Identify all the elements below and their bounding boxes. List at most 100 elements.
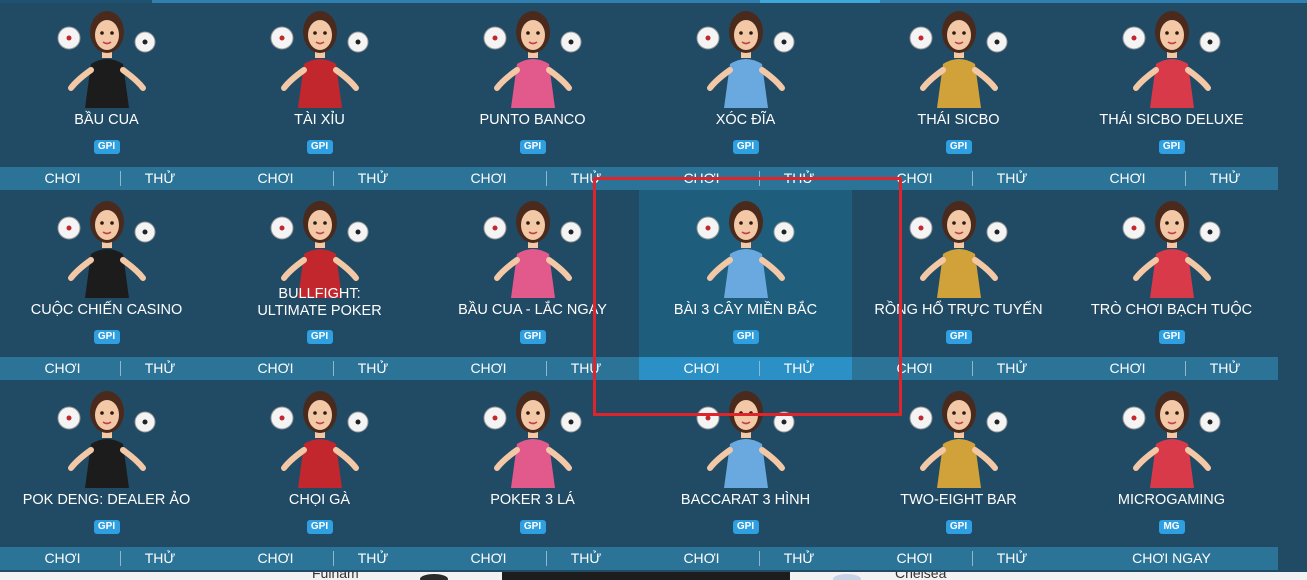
try-button[interactable]: THỬ <box>144 360 176 376</box>
play-button[interactable]: CHƠI <box>44 170 81 186</box>
try-button[interactable]: THỬ <box>144 550 176 566</box>
try-button[interactable]: THỬ <box>783 360 815 376</box>
game-title: PUNTO BANCO <box>479 112 586 128</box>
dealer-crown-cards-icon[interactable] <box>639 380 852 492</box>
robot-icon[interactable] <box>1065 380 1278 492</box>
try-button[interactable]: THỬ <box>783 550 815 566</box>
try-button[interactable]: THỬ <box>144 170 176 186</box>
play-button[interactable]: CHƠI <box>470 550 507 566</box>
bull-girl-icon[interactable] <box>213 190 426 302</box>
action-divider <box>120 171 121 186</box>
provider-badge: GPI <box>732 520 759 534</box>
play-button[interactable]: CHƠI <box>470 170 507 186</box>
play-button[interactable]: CHƠI <box>257 550 294 566</box>
play-button[interactable]: CHƠI <box>257 170 294 186</box>
try-button[interactable]: THỬ <box>996 170 1028 186</box>
provider-badge: GPI <box>306 520 333 534</box>
footer-team-left: Fulham <box>312 572 359 580</box>
action-divider <box>972 551 973 566</box>
play-button[interactable]: CHƠI <box>257 360 294 376</box>
provider-badge: GPI <box>93 330 120 344</box>
try-button[interactable]: THỬ <box>1209 170 1241 186</box>
game-title: BULLFIGHT: ULTIMATE POKER <box>257 286 382 319</box>
try-button[interactable]: THỬ <box>1209 360 1241 376</box>
play-button[interactable]: CHƠI <box>683 550 720 566</box>
try-button[interactable]: THỬ <box>357 170 389 186</box>
play-button[interactable]: CHƠI <box>896 360 933 376</box>
red-dress-dealer-icon[interactable] <box>639 190 852 302</box>
thai-dealer-dice-icon[interactable] <box>852 0 1065 112</box>
game-title: POK DENG: DEALER ẢO <box>22 492 191 508</box>
try-button[interactable]: THỬ <box>570 360 602 376</box>
cat-girl-icon[interactable] <box>0 380 213 492</box>
dealer-hat-icon[interactable] <box>1065 0 1278 112</box>
dealer-cards-icon[interactable] <box>426 0 639 112</box>
action-divider <box>333 551 334 566</box>
action-divider <box>1185 171 1186 186</box>
game-action-bar: CHƠI THỬ <box>0 167 213 190</box>
dealer-lottery-balls-icon[interactable] <box>213 0 426 112</box>
roosters-icon[interactable] <box>213 380 426 492</box>
try-button[interactable]: THỬ <box>357 360 389 376</box>
provider-badge: GPI <box>306 140 333 154</box>
try-button[interactable]: THỬ <box>996 550 1028 566</box>
play-button[interactable]: CHƠI <box>1109 360 1146 376</box>
game-action-bar: CHƠI THỬ <box>639 547 852 570</box>
masked-figure-icon[interactable] <box>1065 190 1278 302</box>
provider-badge: GPI <box>732 140 759 154</box>
play-button[interactable]: CHƠI <box>683 360 720 376</box>
try-button[interactable]: THỬ <box>570 550 602 566</box>
game-title: TRÒ CHƠI BẠCH TUỘC <box>1090 302 1253 318</box>
game-title: THÁI SICBO <box>917 112 1000 128</box>
crab-fish-icon[interactable] <box>426 190 639 302</box>
game-action-bar: CHƠI THỬ <box>852 357 1065 380</box>
provider-badge: GPI <box>93 140 120 154</box>
try-button[interactable]: THỬ <box>570 170 602 186</box>
play-button[interactable]: CHƠI <box>1109 170 1146 186</box>
try-button[interactable]: THỬ <box>357 550 389 566</box>
team-crest-icon <box>833 574 861 580</box>
try-button[interactable]: THỬ <box>783 170 815 186</box>
action-divider <box>120 551 121 566</box>
dealer-tiles-icon[interactable] <box>852 380 1065 492</box>
gentleman-cards-icon[interactable] <box>0 190 213 302</box>
play-button[interactable]: CHƠI <box>44 550 81 566</box>
dealer-coins-icon[interactable] <box>639 0 852 112</box>
provider-badge: GPI <box>945 520 972 534</box>
game-title: THÁI SICBO DELUXE <box>1099 112 1244 128</box>
dealer-dice-icon[interactable] <box>0 0 213 112</box>
play-button[interactable]: CHƠI <box>896 170 933 186</box>
action-divider <box>1185 361 1186 376</box>
action-divider <box>333 361 334 376</box>
action-divider <box>972 361 973 376</box>
play-button[interactable]: CHƠI <box>896 550 933 566</box>
game-action-bar: CHƠI THỬ <box>852 547 1065 570</box>
play-now-button[interactable]: CHƠI NGAY <box>1132 550 1211 566</box>
dragon-tiger-icon[interactable] <box>852 190 1065 302</box>
saluting-man-cards-icon[interactable] <box>426 380 639 492</box>
play-button[interactable]: CHƠI <box>470 360 507 376</box>
play-button[interactable]: CHƠI <box>44 360 81 376</box>
provider-badge: MG <box>1158 520 1185 534</box>
try-button[interactable]: THỬ <box>996 360 1028 376</box>
action-divider <box>546 551 547 566</box>
